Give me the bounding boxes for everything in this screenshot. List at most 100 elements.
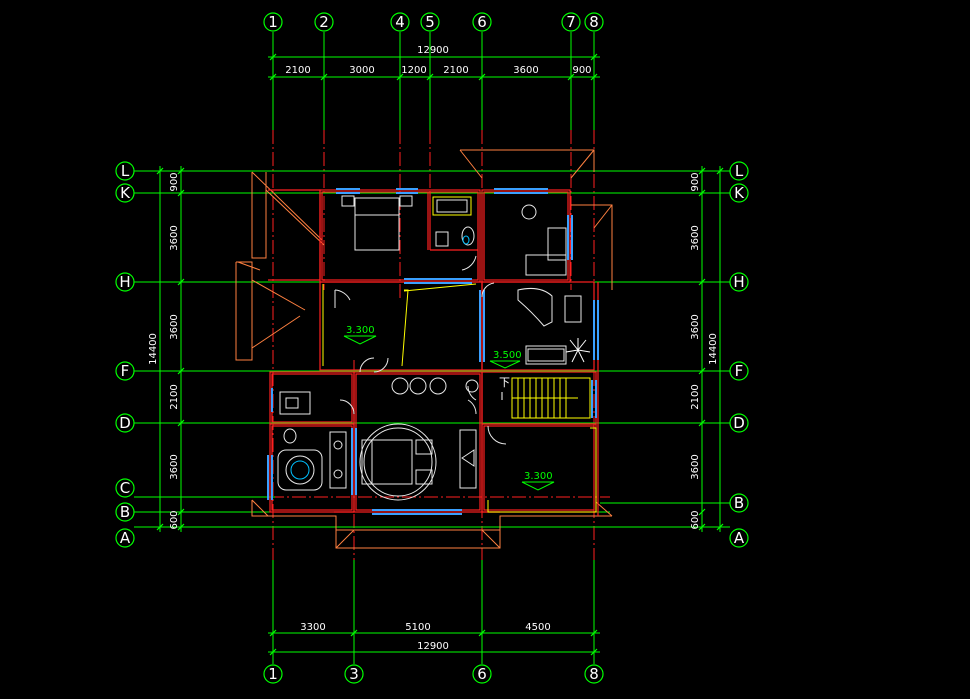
top-segment-dim-0: 2100 <box>285 65 310 76</box>
axis-bubble-left-D-label: D <box>119 414 131 432</box>
axis-bubble-right-B-label: B <box>734 494 744 512</box>
top-segment-dimensions: 2100 3000 1200 2100 3600 900 <box>285 65 591 76</box>
right-axis-bubbles: LK H F D BA <box>729 161 749 548</box>
axis-bubble-right-F-label: F <box>735 362 744 380</box>
right-segment-dim-2: 3600 <box>690 314 701 339</box>
roof-outline <box>235 149 613 549</box>
axis-bubble-bottom-1-label: 1 <box>268 665 278 683</box>
axis-bubble-bottom-6: 6 <box>472 664 492 684</box>
axis-bubble-left-L-label: L <box>121 162 130 180</box>
axis-bubble-right-D: D <box>729 413 749 433</box>
axis-bubble-right-A-label: A <box>734 529 745 547</box>
left-segment-dim-5: 600 <box>169 510 180 529</box>
axis-bubble-bottom-6-label: 6 <box>477 665 487 683</box>
bottom-segment-dim-0: 3300 <box>300 622 325 633</box>
bottom-total-dimension: 12900 <box>417 641 449 652</box>
svg-text:3.300: 3.300 <box>346 325 375 336</box>
elevation-marker-1: 3.300 <box>343 325 377 345</box>
axis-bubble-top-7-label: 7 <box>566 13 576 31</box>
axis-bubble-left-B: B <box>115 502 135 522</box>
bathroom-fixtures <box>290 235 470 480</box>
axis-bubble-left-D: D <box>115 413 135 433</box>
stair-and-balcony <box>322 196 597 513</box>
top-total-dimension: 12900 <box>417 45 449 56</box>
right-segment-dim-5: 600 <box>690 510 701 529</box>
axis-bubble-left-F-label: F <box>121 362 130 380</box>
left-segment-dim-2: 3600 <box>169 314 180 339</box>
axis-bubble-right-L: L <box>729 161 749 181</box>
axis-bubble-right-H-label: H <box>733 273 744 291</box>
axis-bubble-top-1-label: 1 <box>268 13 278 31</box>
top-segment-dim-5: 900 <box>572 65 591 76</box>
axis-bubble-left-K-label: K <box>120 184 131 202</box>
axis-bubble-top-2: 2 <box>314 12 334 32</box>
top-segment-dim-3: 2100 <box>443 65 468 76</box>
axis-bubble-top-4-label: 4 <box>395 13 405 31</box>
axis-bubble-right-K-label: K <box>734 184 745 202</box>
axis-bubble-top-6: 6 <box>472 12 492 32</box>
stair-direction-label: 下 <box>499 376 510 389</box>
axis-bubble-left-A-label: A <box>120 529 131 547</box>
axis-bubble-top-6-label: 6 <box>477 13 487 31</box>
axis-bubble-left-H-label: H <box>119 273 130 291</box>
axis-bubble-right-H: H <box>729 272 749 292</box>
bottom-axis-bubbles: 1 3 6 8 <box>263 664 604 684</box>
left-segment-dimensions: 900 3600 3600 2100 3600 600 <box>169 172 180 529</box>
axis-bubble-bottom-3: 3 <box>344 664 364 684</box>
right-segment-dim-0: 900 <box>690 172 701 191</box>
axis-bubble-bottom-3-label: 3 <box>349 665 359 683</box>
axis-bubble-left-C: C <box>115 478 135 498</box>
axis-bubble-top-1: 1 <box>263 12 283 32</box>
axis-bubble-top-7: 7 <box>561 12 581 32</box>
right-segment-dimensions: 900 3600 3600 2100 3600 600 <box>690 172 701 529</box>
axis-bubble-left-C-label: C <box>120 479 130 497</box>
top-segment-dim-2: 1200 <box>401 65 426 76</box>
windows <box>267 188 599 515</box>
axis-bubble-bottom-8-label: 8 <box>589 665 599 683</box>
right-segment-dim-3: 2100 <box>690 384 701 409</box>
axis-bubble-top-8: 8 <box>584 12 604 32</box>
left-total-dimension: 14400 <box>148 333 159 365</box>
axis-bubble-right-A: A <box>729 528 749 548</box>
svg-text:3.300: 3.300 <box>524 471 553 482</box>
axis-bubble-top-2-label: 2 <box>319 13 329 31</box>
axis-bubble-bottom-1: 1 <box>263 664 283 684</box>
elevation-marker-2: 3.500 <box>489 350 522 369</box>
axis-lines <box>160 130 610 560</box>
dimension-lines <box>134 32 730 664</box>
left-axis-bubbles: LK H F D CBA <box>115 161 135 548</box>
right-total-dimension: 14400 <box>708 333 719 365</box>
axis-bubble-left-A: A <box>115 528 135 548</box>
left-segment-dim-4: 3600 <box>169 454 180 479</box>
left-segment-dim-3: 2100 <box>169 384 180 409</box>
axis-bubble-left-K: K <box>115 183 135 203</box>
axis-bubble-left-B-label: B <box>120 503 130 521</box>
axis-bubble-top-8-label: 8 <box>589 13 599 31</box>
right-segment-dim-1: 3600 <box>690 225 701 250</box>
axis-bubble-right-K: K <box>729 183 749 203</box>
bottom-segment-dim-1: 5100 <box>405 622 430 633</box>
plant-icon <box>565 338 591 363</box>
top-segment-dim-4: 3600 <box>513 65 538 76</box>
top-segment-dim-1: 3000 <box>349 65 374 76</box>
axis-bubble-top-4: 4 <box>390 12 410 32</box>
right-segment-dim-4: 3600 <box>690 454 701 479</box>
axis-bubble-top-5: 5 <box>420 12 440 32</box>
axis-bubble-left-F: F <box>115 361 135 381</box>
axis-bubble-right-F: F <box>729 361 749 381</box>
bottom-segment-dim-2: 4500 <box>525 622 550 633</box>
dimension-ticks <box>156 53 724 656</box>
axis-bubble-right-B: B <box>729 493 749 513</box>
axis-bubble-bottom-8: 8 <box>584 664 604 684</box>
bottom-segment-dimensions: 3300 5100 4500 <box>300 622 550 633</box>
axis-bubble-top-5-label: 5 <box>425 13 435 31</box>
left-segment-dim-0: 900 <box>169 172 180 191</box>
elevation-marker-3: 3.300 <box>521 471 555 491</box>
furniture <box>277 195 582 501</box>
svg-text:3.500: 3.500 <box>493 350 522 361</box>
axis-bubble-left-H: H <box>115 272 135 292</box>
left-segment-dim-1: 3600 <box>169 225 180 250</box>
axis-bubble-right-L-label: L <box>735 162 744 180</box>
